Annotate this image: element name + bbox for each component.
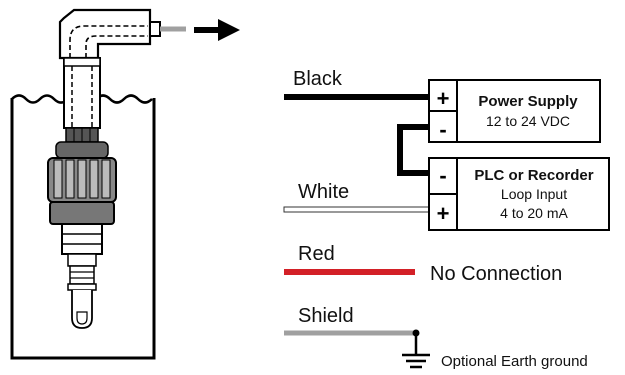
black-wire: Black xyxy=(284,68,429,100)
power-supply-voltage: 12 to 24 VDC xyxy=(486,113,570,129)
plc-box: - + PLC or Recorder Loop Input 4 to 20 m… xyxy=(428,157,610,231)
power-supply-box: + - Power Supply 12 to 24 VDC xyxy=(428,79,601,143)
white-wire-label: White xyxy=(298,181,349,203)
plc-plus-terminal: + xyxy=(437,201,450,226)
power-supply-minus-terminal: - xyxy=(439,117,446,142)
sensor-body xyxy=(47,127,117,329)
black-wire-label: Black xyxy=(293,68,343,90)
plc-minus-terminal: - xyxy=(439,163,446,188)
shield-wire: Shield Optional Earth ground xyxy=(284,305,588,370)
plc-current-range: 4 to 20 mA xyxy=(500,205,568,221)
red-wire: Red No Connection xyxy=(284,243,562,285)
power-supply-plus-terminal: + xyxy=(437,86,450,111)
elbow-connector xyxy=(58,8,186,60)
sensor-shaft xyxy=(63,57,101,129)
sensor-illustration xyxy=(10,8,240,360)
ground-icon xyxy=(402,333,430,369)
red-wire-label: Red xyxy=(298,243,335,265)
arrow-right-icon xyxy=(194,19,240,41)
jumper-wire xyxy=(397,124,430,176)
ground-note: Optional Earth ground xyxy=(441,353,588,370)
power-supply-title: Power Supply xyxy=(478,93,578,110)
shield-wire-label: Shield xyxy=(298,305,354,327)
plc-loop-input: Loop Input xyxy=(501,186,567,202)
plc-title: PLC or Recorder xyxy=(474,167,593,184)
no-connection-note: No Connection xyxy=(430,263,562,285)
white-wire: White xyxy=(283,181,430,213)
